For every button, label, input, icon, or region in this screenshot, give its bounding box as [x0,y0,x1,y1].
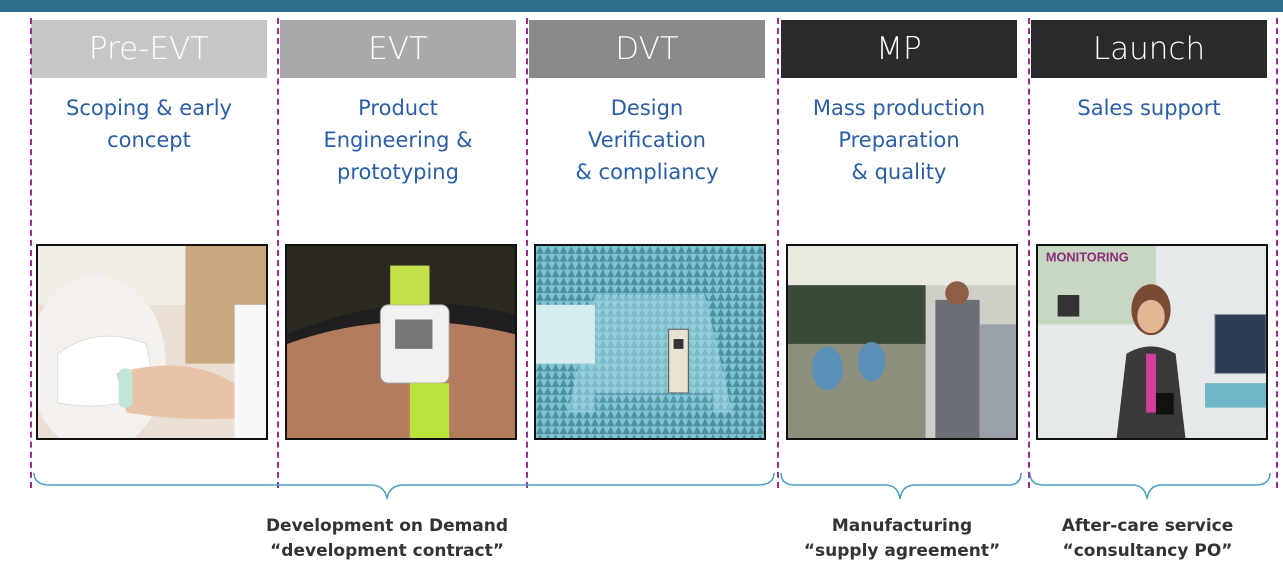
description-line: Sales support [1077,96,1221,120]
description-line: Design [610,96,684,120]
phase-divider [1276,18,1278,488]
phase-description: Product Engineering & prototyping [280,92,516,222]
agreement-name: Development on Demand [265,516,509,536]
phase-divider [30,18,32,488]
anechoic-test-chamber-image [534,244,766,440]
phase-evt: EVT Product Engineering & prototyping [280,20,517,440]
phase-description: Mass production Preparation & quality [781,92,1017,222]
description-line: Engineering & [323,128,473,152]
phase-description: Sales support [1031,92,1267,222]
description-line: Mass production [812,96,986,120]
phase-mp: MP Mass production Preparation & quality [781,20,1018,440]
phase-title: Launch [1031,20,1267,78]
grouping-braces [33,472,1271,500]
agreement-development: Development on Demand “development contr… [227,514,547,564]
agreement-contract: “development contract” [270,541,504,561]
description-line: & compliancy [575,160,719,184]
phase-divider [1028,18,1030,488]
phase-pre-evt: Pre-EVT Scoping & early concept [31,20,268,440]
description-line: Preparation [838,128,960,152]
factory-line-image [786,244,1018,440]
aftercare-brace [1029,472,1271,500]
phase-divider [277,18,279,488]
description-line: Product [358,96,438,120]
agreement-name: Manufacturing [831,516,973,536]
phase-description: Design Verification & compliancy [529,92,765,222]
description-line: & quality [851,160,947,184]
phase-title: MP [781,20,1017,78]
phase-divider [777,18,779,488]
top-accent-bar [0,0,1283,12]
agreement-manufacturing: Manufacturing “supply agreement” [772,514,1032,564]
agreement-contract: “supply agreement” [803,541,1001,561]
phase-dvt: DVT Design Verification & compliancy [529,20,766,440]
banner-text: MONITORING [1046,250,1129,265]
wrist-device-prototype-image [285,244,517,440]
description-line: concept [107,128,191,152]
phase-title: DVT [529,20,765,78]
development-brace [33,472,775,500]
phase-title: Pre-EVT [31,20,267,78]
description-line: prototyping [337,160,459,184]
person-sketching-image [36,244,268,440]
manufacturing-brace [780,472,1022,500]
agreement-name: After-care service [1061,516,1234,536]
agreement-contract: “consultancy PO” [1062,541,1233,561]
agreement-aftercare: After-care service “consultancy PO” [1030,514,1265,564]
description-line: Verification [588,128,706,152]
phase-launch: Launch Sales support MONITORING [1031,20,1268,440]
phase-description: Scoping & early concept [31,92,267,222]
description-line: Scoping & early [66,96,232,120]
phase-divider [526,18,528,488]
phase-title: EVT [280,20,516,78]
trade-show-presenter-image: MONITORING [1036,244,1268,440]
